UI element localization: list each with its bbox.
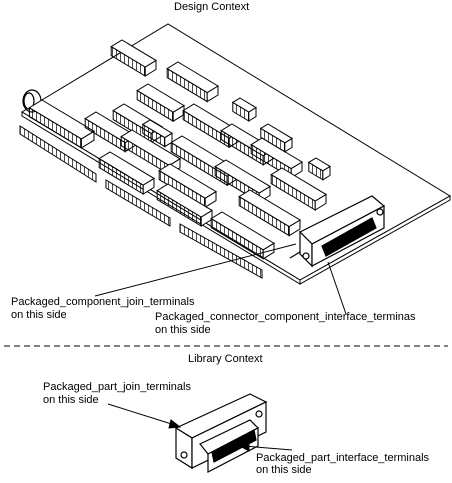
ic-chip-top [141,119,173,139]
library-dsub-connector [174,393,268,473]
ic-chip-top [259,123,293,144]
library-context-title: Library Context [188,353,263,365]
part-interface-terminals-label: Packaged_part_interface_terminals [256,452,430,464]
library-leader-lines [107,403,293,452]
ic-chip-top [270,167,327,202]
ic-chip-top [250,137,303,170]
ic-chip-top [210,211,275,251]
design-leader-lines [94,243,347,315]
connector-interface-terminals-label: Packaged_connector_component_interface_t… [155,311,416,323]
component-join-terminals-label: Packaged_component_join_terminals [11,296,195,308]
edge-connector-right [179,223,263,279]
part-join-terminals-side: on this side [43,394,99,406]
ic-chip-top [110,39,157,68]
ic-chip-top [214,159,271,194]
edge-connector-mid [105,179,171,227]
ic-chips [28,39,331,260]
board-dsub-connector [289,195,386,268]
board-right-edge [299,195,451,285]
design-context-title: Design Context [174,1,250,13]
ic-chip-top [231,97,257,113]
ic-chip-top [28,99,95,140]
circuit-board [19,23,451,285]
edge-connector-left [19,125,97,183]
component-join-terminals-side: on this side [11,309,67,321]
ic-chip-top [307,157,331,172]
part-join-terminals-label: Packaged_part_join_terminals [43,381,191,393]
ic-chip-top [98,151,155,186]
ic-chip-top [238,189,301,228]
ic-chip-top [156,183,213,218]
ic-chip-top [158,163,217,199]
connector-interface-terminals-side: on this side [155,324,211,336]
part-interface-terminals-side: on this side [256,464,312,476]
ic-chip-top [136,83,185,113]
ic-chip-top [166,61,219,94]
